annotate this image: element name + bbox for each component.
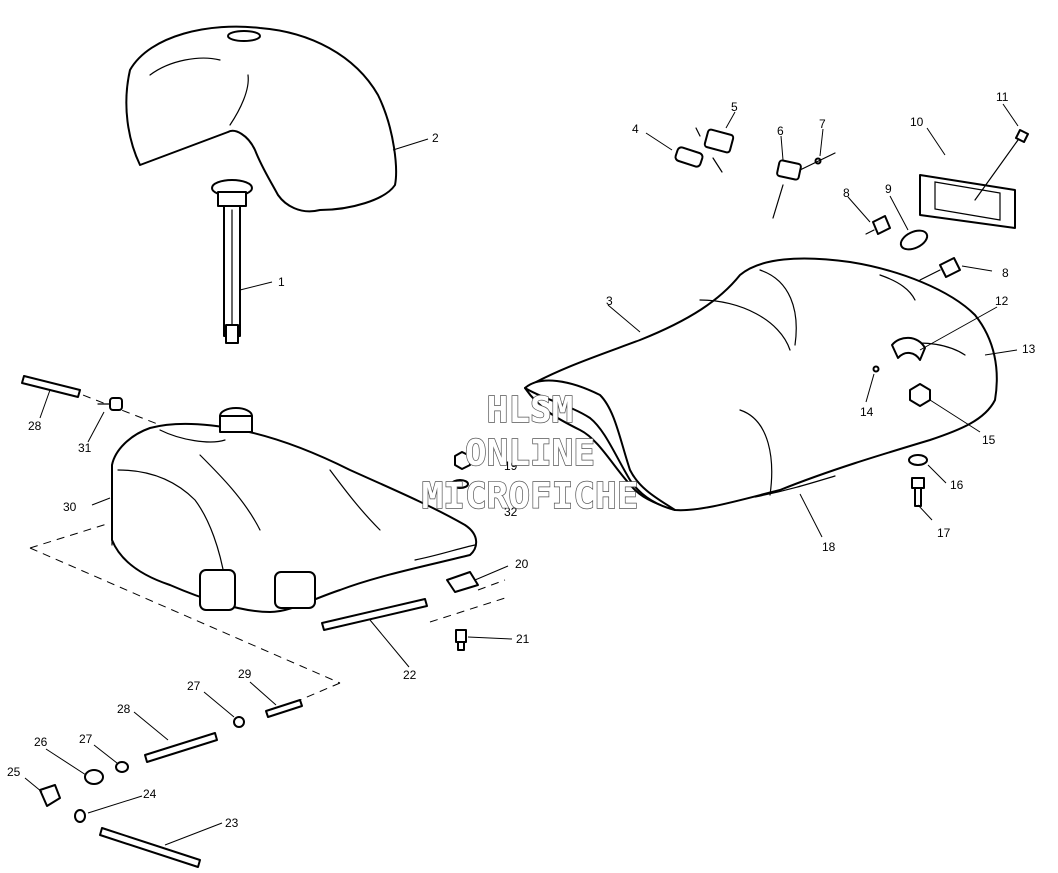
callout-25: 25	[7, 765, 21, 779]
fuel-tank	[111, 407, 478, 613]
watermark: HLSM ONLINE MICROFICHE	[421, 389, 639, 517]
watermark-line-3: MICROFICHE	[422, 476, 639, 517]
callout-31: 31	[78, 441, 92, 455]
callout-28b: 28	[117, 702, 131, 716]
callout-8a: 8	[843, 186, 850, 200]
callout-14: 14	[860, 405, 874, 419]
callout-32: 32	[504, 505, 518, 519]
callout-27a: 27	[79, 732, 93, 746]
callout-11: 11	[996, 90, 1009, 104]
callout-22: 22	[403, 668, 417, 682]
callout-18: 18	[822, 540, 836, 554]
callout-24: 24	[143, 787, 157, 801]
callout-13: 13	[1022, 342, 1036, 356]
callout-16: 16	[950, 478, 964, 492]
callout-6: 6	[777, 124, 784, 138]
callout-5: 5	[731, 100, 738, 114]
callout-15: 15	[982, 433, 996, 447]
tank-cover-shroud	[125, 25, 398, 213]
callout-4: 4	[632, 122, 639, 136]
callout-30: 30	[63, 500, 77, 514]
callout-9: 9	[885, 182, 892, 196]
seat	[524, 257, 998, 512]
callout-8b: 8	[1002, 266, 1009, 280]
callout-numbers: 1 2 3 4 5 6 7 8 9 8 10 11 12 13 14 15 16…	[7, 90, 1036, 830]
hardware-parts	[21, 127, 1029, 868]
callout-27b: 27	[187, 679, 201, 693]
watermark-line-1: HLSM	[487, 390, 574, 431]
callout-20: 20	[515, 557, 529, 571]
callout-21: 21	[516, 632, 530, 646]
callout-3: 3	[606, 294, 613, 308]
callout-29: 29	[238, 667, 252, 681]
callout-10: 10	[910, 115, 924, 129]
callout-26: 26	[34, 735, 48, 749]
fuel-sender	[211, 179, 253, 344]
callout-7: 7	[819, 117, 826, 131]
watermark-line-2: ONLINE	[465, 433, 595, 474]
callout-23: 23	[225, 816, 239, 830]
leader-lines	[24, 103, 1019, 846]
callout-28a: 28	[28, 419, 42, 433]
callout-1: 1	[278, 275, 285, 289]
callout-12: 12	[995, 294, 1009, 308]
callout-17: 17	[937, 526, 951, 540]
callout-2: 2	[432, 131, 439, 145]
callout-19: 19	[504, 459, 518, 473]
